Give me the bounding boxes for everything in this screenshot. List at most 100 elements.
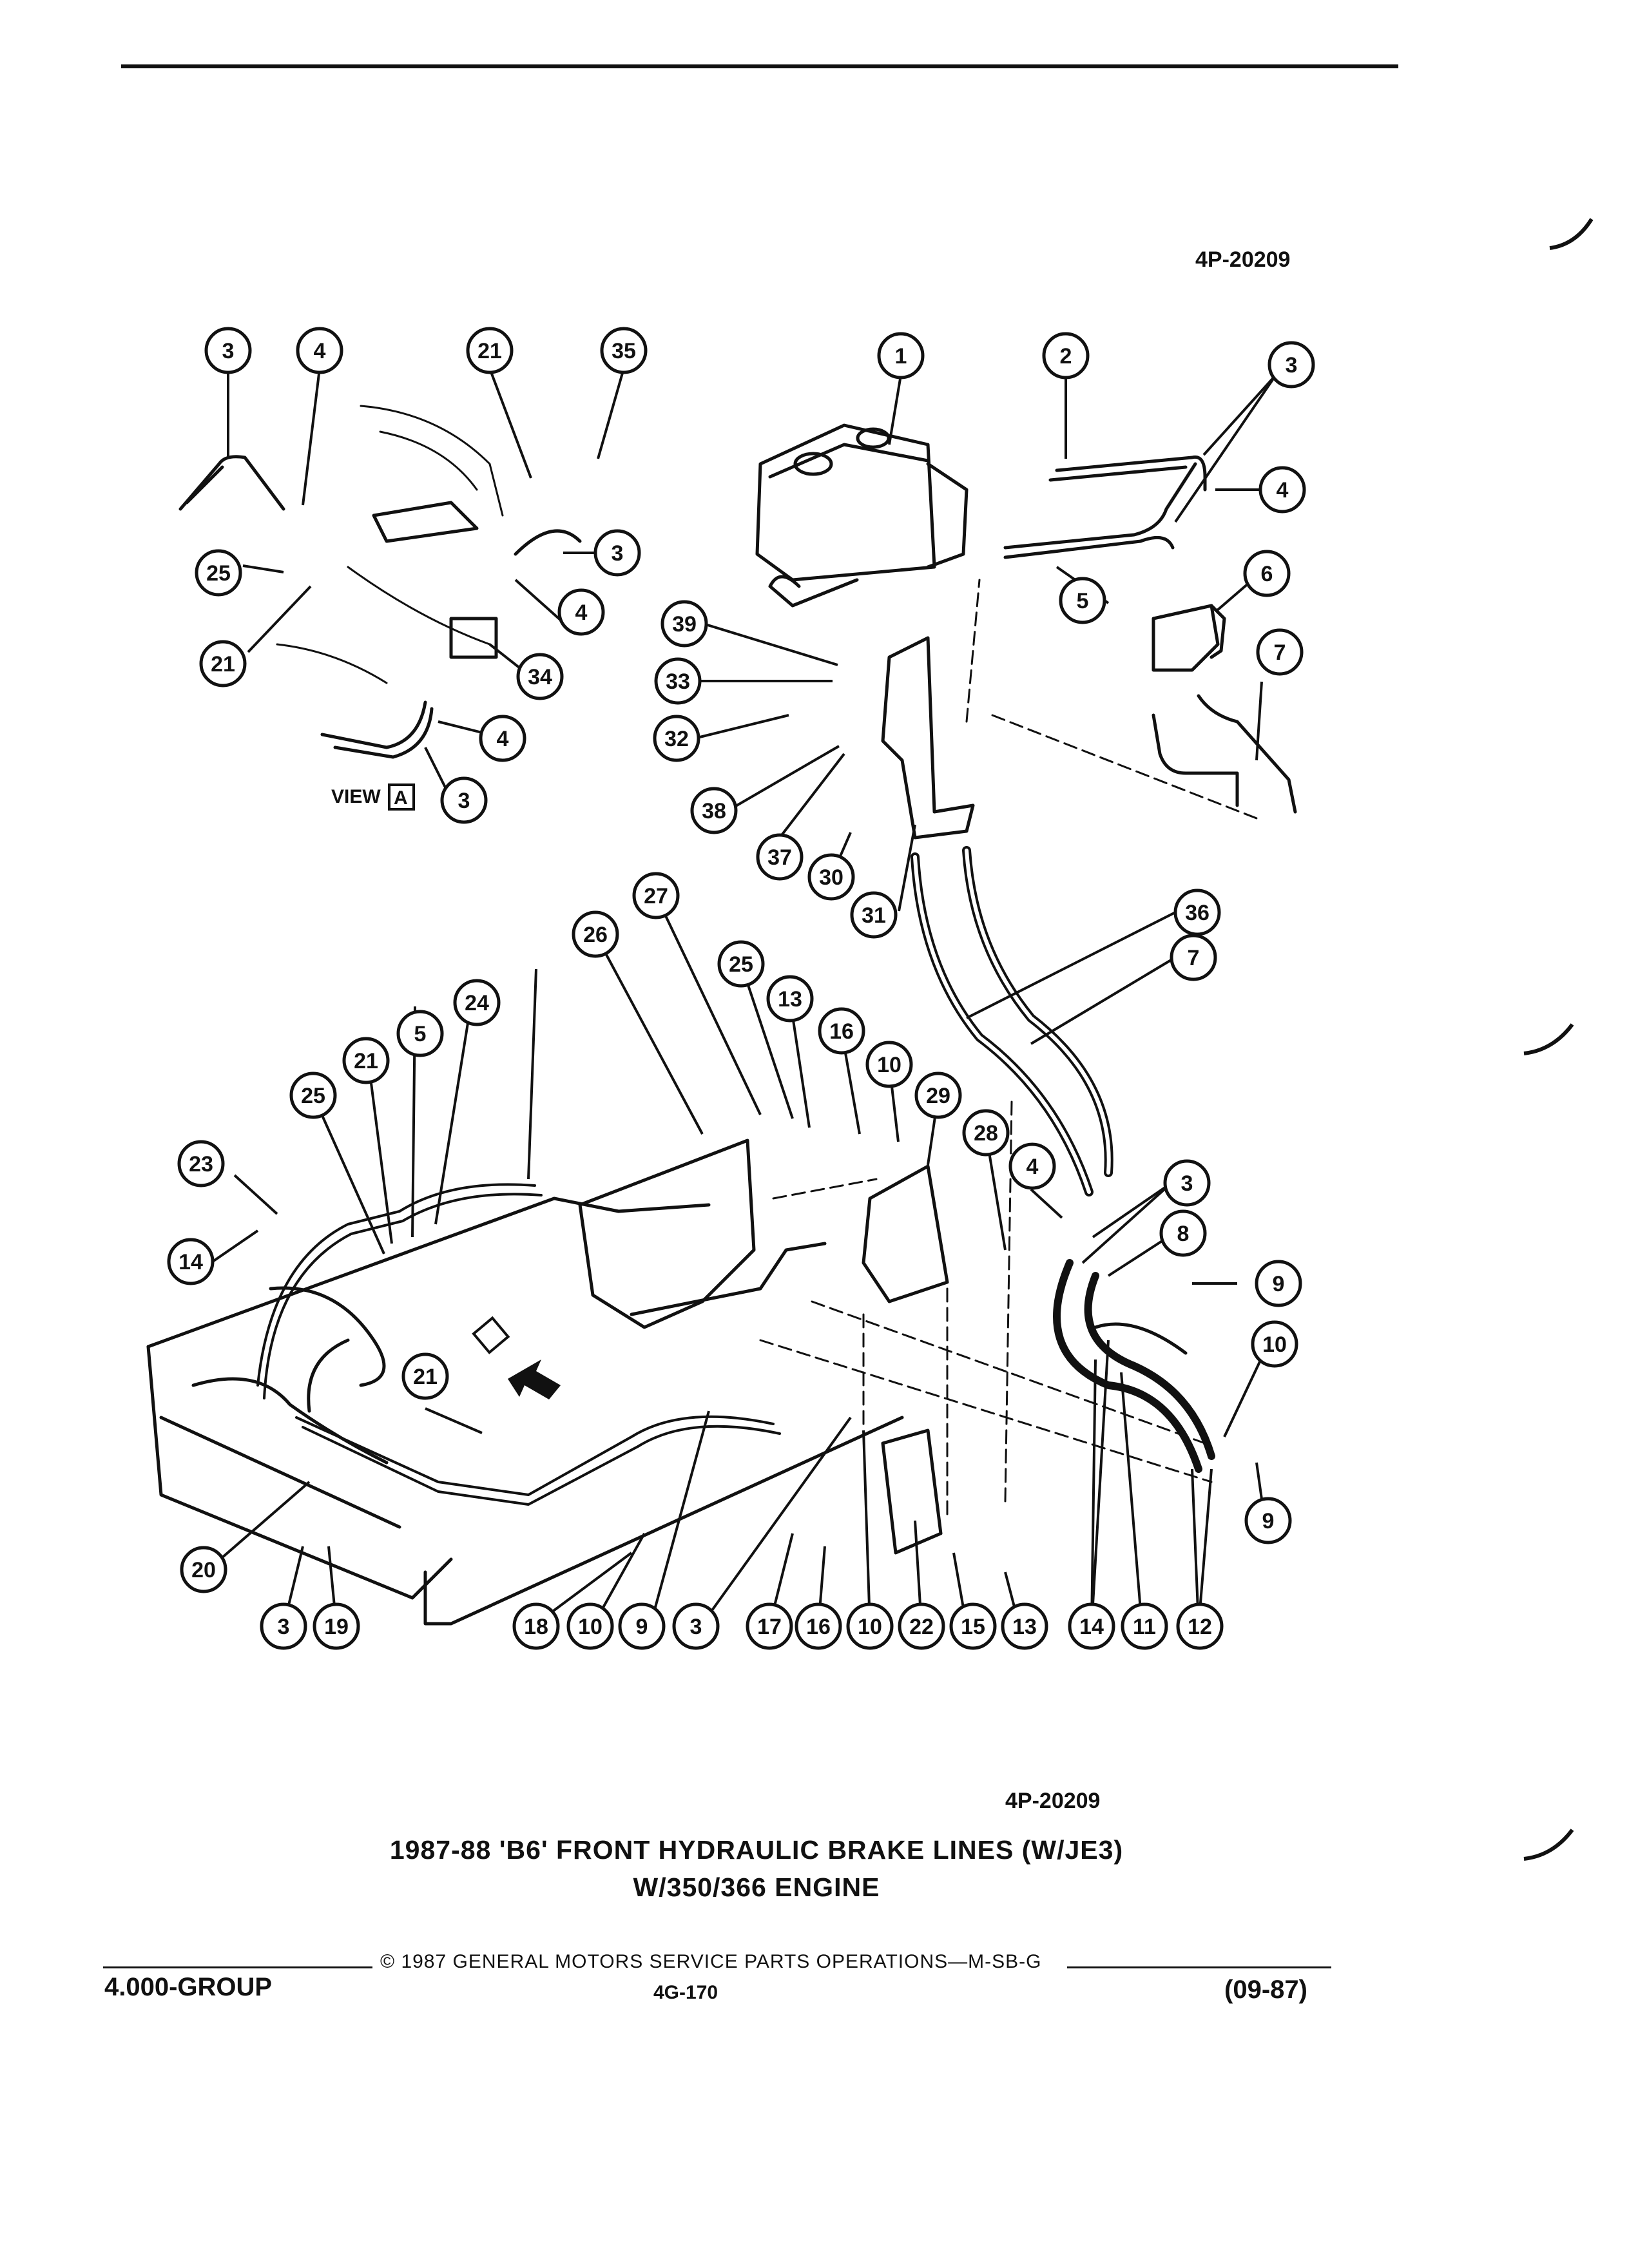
- svg-text:8: 8: [1177, 1222, 1190, 1246]
- callout-23: 23: [177, 1140, 225, 1187]
- svg-text:27: 27: [644, 884, 668, 908]
- callout-9: 9: [618, 1602, 666, 1650]
- callout-10: 10: [865, 1041, 913, 1088]
- diagram-title-line1: 1987-88 'B6' FRONT HYDRAULIC BRAKE LINES…: [389, 1835, 1124, 1865]
- callout-38: 38: [690, 787, 738, 834]
- callout-3: 3: [260, 1602, 307, 1650]
- callout-1: 1: [877, 332, 925, 380]
- svg-text:4: 4: [575, 601, 588, 625]
- callout-3: 3: [440, 776, 488, 824]
- svg-text:14: 14: [178, 1250, 203, 1274]
- callout-10: 10: [1251, 1320, 1298, 1368]
- callout-33: 33: [654, 657, 702, 705]
- callout-25: 25: [289, 1072, 337, 1119]
- svg-text:9: 9: [1273, 1272, 1285, 1296]
- svg-text:2: 2: [1060, 344, 1072, 369]
- svg-text:21: 21: [477, 339, 502, 363]
- view-a-label: VIEW: [331, 786, 381, 807]
- callout-13: 13: [766, 975, 814, 1023]
- callout-19: 19: [313, 1602, 360, 1650]
- svg-text:32: 32: [664, 727, 689, 751]
- callout-18: 18: [512, 1602, 560, 1650]
- callout-3: 3: [1268, 341, 1315, 389]
- callout-4: 4: [479, 715, 526, 762]
- callout-26: 26: [572, 910, 619, 958]
- svg-text:35: 35: [612, 339, 636, 363]
- callout-12: 12: [1176, 1602, 1224, 1650]
- svg-text:10: 10: [877, 1053, 901, 1077]
- callout-39: 39: [660, 600, 708, 648]
- svg-text:33: 33: [666, 669, 690, 694]
- callout-13: 13: [1001, 1602, 1048, 1650]
- footer-rule-left: [103, 1966, 372, 1968]
- svg-text:24: 24: [465, 991, 489, 1015]
- callout-10: 10: [846, 1602, 894, 1650]
- callout-30: 30: [807, 853, 855, 901]
- svg-text:4: 4: [497, 727, 509, 751]
- callout-16: 16: [795, 1602, 842, 1650]
- callout-8: 8: [1159, 1209, 1207, 1257]
- svg-text:31: 31: [862, 903, 886, 928]
- svg-text:29: 29: [926, 1084, 950, 1108]
- callout-28: 28: [962, 1109, 1010, 1157]
- callout-36: 36: [1173, 889, 1221, 936]
- callout-25: 25: [195, 549, 242, 597]
- callout-15: 15: [949, 1602, 997, 1650]
- view-a-box-letter: A: [394, 787, 408, 809]
- svg-text:17: 17: [757, 1615, 782, 1639]
- svg-text:19: 19: [324, 1615, 349, 1639]
- callout-5: 5: [396, 1010, 444, 1057]
- callout-7: 7: [1170, 934, 1217, 981]
- svg-text:11: 11: [1133, 1615, 1156, 1639]
- svg-text:10: 10: [858, 1615, 882, 1639]
- callout-24: 24: [453, 979, 501, 1026]
- svg-text:3: 3: [1286, 353, 1298, 378]
- svg-text:28: 28: [974, 1121, 998, 1146]
- callout-27: 27: [632, 872, 680, 919]
- callout-17: 17: [746, 1602, 793, 1650]
- callout-10: 10: [566, 1602, 614, 1650]
- view-direction-arrow: [508, 1360, 561, 1399]
- svg-text:21: 21: [413, 1365, 438, 1389]
- illustration-reference-top: 4P-20209: [1195, 247, 1291, 272]
- callout-4: 4: [1008, 1142, 1056, 1190]
- svg-text:12: 12: [1188, 1615, 1212, 1639]
- callout-3: 3: [204, 327, 252, 374]
- svg-text:4: 4: [314, 339, 326, 363]
- callout-16: 16: [818, 1007, 865, 1055]
- callout-7: 7: [1256, 628, 1304, 676]
- callout-21: 21: [466, 327, 514, 374]
- svg-text:3: 3: [458, 789, 470, 813]
- svg-text:5: 5: [414, 1022, 427, 1046]
- group-number: 4.000-GROUP: [104, 1973, 273, 2001]
- callout-29: 29: [914, 1072, 962, 1119]
- diagram-title-line2: W/350/366 ENGINE: [633, 1872, 880, 1902]
- svg-text:21: 21: [211, 652, 235, 677]
- callout-37: 37: [756, 833, 804, 881]
- svg-text:3: 3: [1181, 1171, 1193, 1196]
- svg-text:39: 39: [672, 612, 697, 637]
- svg-text:21: 21: [354, 1049, 378, 1073]
- svg-text:20: 20: [191, 1558, 216, 1582]
- view-a-marker: [472, 1316, 510, 1354]
- callout-20: 20: [180, 1546, 227, 1593]
- callout-25: 25: [717, 940, 765, 988]
- svg-text:1: 1: [895, 344, 907, 369]
- svg-text:7: 7: [1188, 946, 1200, 970]
- callout-11: 11: [1121, 1602, 1168, 1650]
- copyright-notice: © 1987 GENERAL MOTORS SERVICE PARTS OPER…: [380, 1951, 1042, 1972]
- svg-text:25: 25: [729, 952, 753, 977]
- callout-35: 35: [600, 327, 648, 374]
- top-rule: [121, 64, 1398, 68]
- svg-text:23: 23: [189, 1152, 213, 1177]
- svg-text:9: 9: [636, 1615, 648, 1639]
- svg-text:3: 3: [612, 541, 624, 566]
- binding-mark: [1523, 1829, 1574, 1861]
- svg-text:10: 10: [578, 1615, 602, 1639]
- revision-date: (09-87): [1224, 1975, 1307, 2004]
- callout-4: 4: [296, 327, 343, 374]
- svg-text:9: 9: [1262, 1509, 1275, 1533]
- callout-3: 3: [672, 1602, 720, 1650]
- svg-text:16: 16: [829, 1019, 854, 1044]
